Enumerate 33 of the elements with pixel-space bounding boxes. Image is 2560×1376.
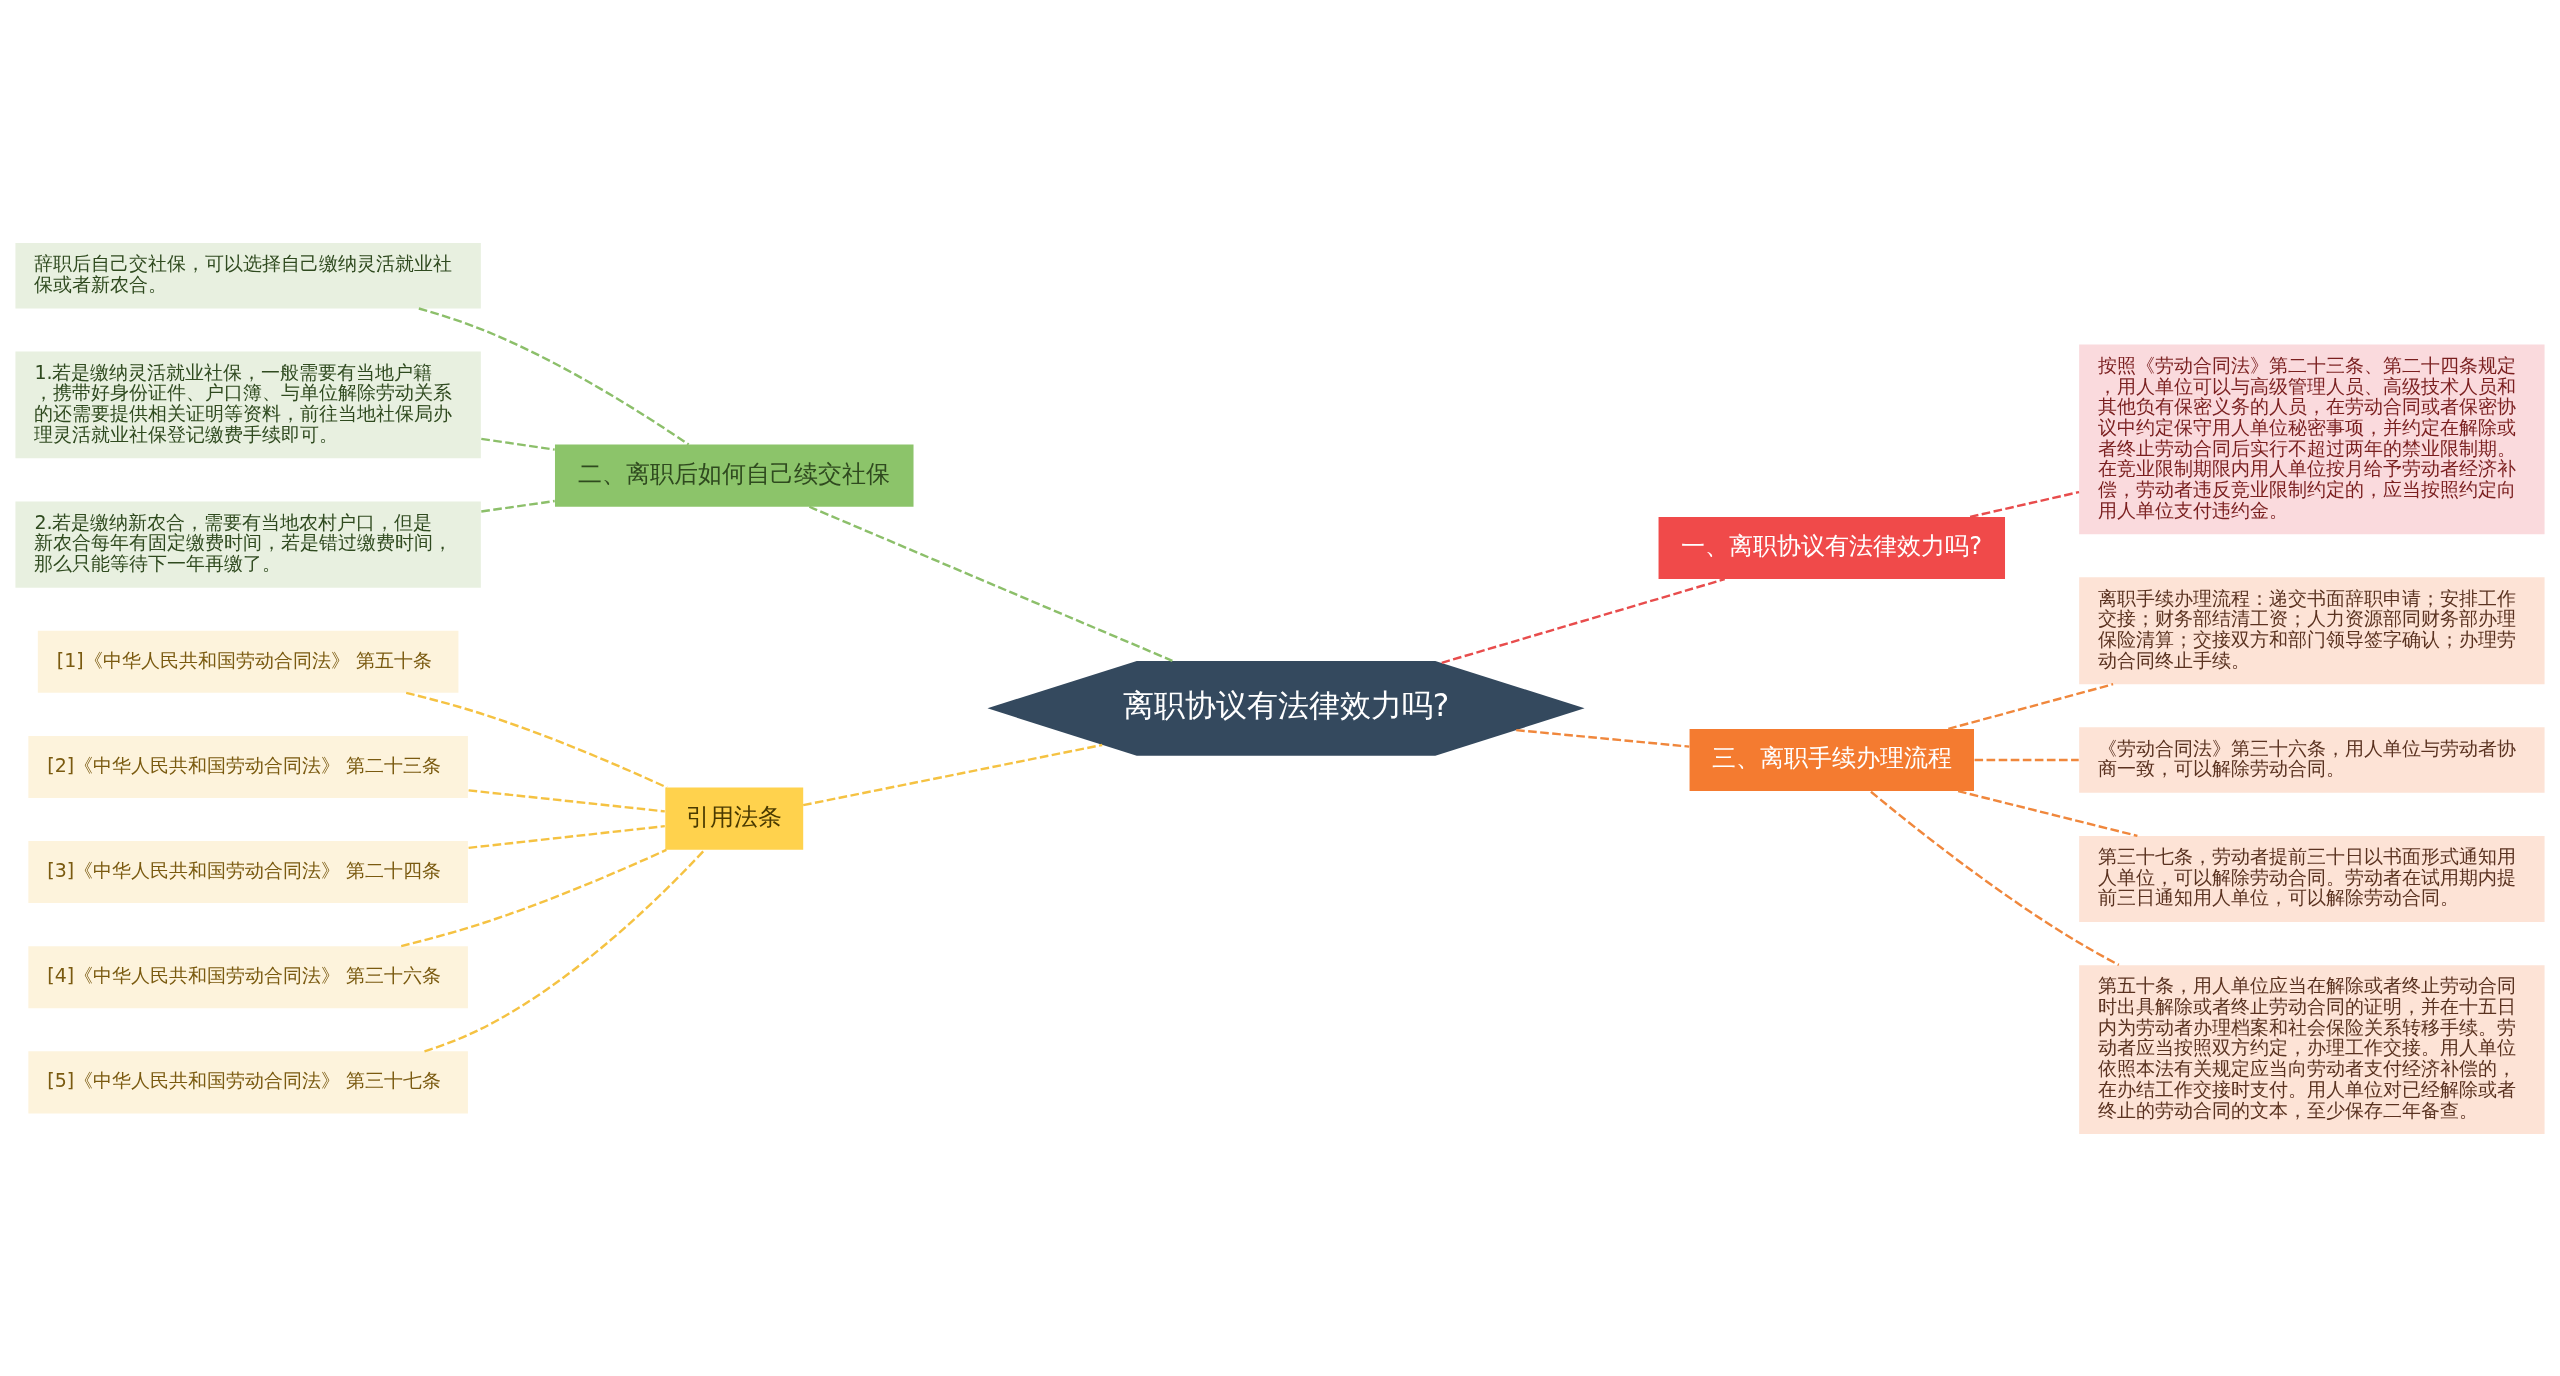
node-box: [1]《中华人民共和国劳动合同法》 第五十条 <box>37 630 459 693</box>
connector <box>1948 682 2114 730</box>
connector <box>468 788 665 813</box>
connector <box>1870 790 2120 966</box>
connector <box>1974 758 2079 761</box>
connector <box>424 849 705 1052</box>
connector <box>802 743 1103 806</box>
node-box: 按照《劳动合同法》第二十三条、第二十四条规定，用人单位可以与高级管理人员、高级技术人员和其他负有保密义务的人员，在劳动合同或者保密协议中约定保守用人单位秘密事项，并约定在解除或者终止劳动合同后实行不超过两年的禁业限制期。在竞业限制期限内用人单位按月给予劳动者经济补偿，劳动者违反竞业限制约定的，应当按照约定向用人单位支付违约金。 <box>2079 344 2545 534</box>
connector <box>481 437 555 451</box>
connector <box>468 824 665 849</box>
node-box: 第三十七条，劳动者提前三十日以书面形式通知用人单位，可以解除劳动合同。劳动者在试用期内提前三日通知用人单位，可以解除劳动合同。 <box>2079 835 2545 922</box>
connector <box>481 499 555 513</box>
node-box: 辞职后自己交社保，可以选择自己缴纳灵活就业社保或者新农合。 <box>15 242 481 308</box>
connector <box>1969 490 2080 518</box>
connector <box>1441 577 1726 664</box>
node-box: 《劳动合同法》第三十六条，用人单位与劳动者协商一致，可以解除劳动合同。 <box>2079 726 2545 793</box>
node-box: 引用法条 <box>665 787 804 850</box>
node-box: 离职手续办理流程：递交书面辞职申请；安排工作交接；财务部结清工资；人力资源部同财务部办理保险清算；交接双方和部门领导签字确认；办理劳动合同终止手续。 <box>2079 576 2545 684</box>
node-box: [3]《中华人民共和国劳动合同法》 第二十四条 <box>28 840 468 903</box>
connector <box>418 306 690 446</box>
connector <box>808 505 1173 662</box>
node-box: 一、离职协议有法律效力吗? <box>1658 516 2006 579</box>
connector <box>1516 728 1690 748</box>
node-box: 1.若是缴纳灵活就业社保，一般需要有当地户籍，携带好身份证件、户口簿、与单位解除劳动关系的还需要提供相关证明等资料，前往当地社保局办理灵活就业社保登记缴费手续即可。 <box>15 351 481 458</box>
node-box: 2.若是缴纳新农合，需要有当地农村户口，但是新农合每年有固定缴费时间，若是错过缴费时间，那么只能等待下一年再缴了。 <box>15 500 481 588</box>
node-box: 二、离职后如何自己续交社保 <box>554 444 914 507</box>
connector <box>1957 789 2138 837</box>
node-box: 三、离职手续办理流程 <box>1689 728 1974 791</box>
connector <box>400 848 667 947</box>
node-box: 第五十条，用人单位应当在解除或者终止劳动合同时出具解除或者终止劳动合同的证明，并在十五日内为劳动者办理档案和社会保险关系转移手续。劳动者应当按照双方约定，办理工作交接。用人单位依照本法有关规定应当向劳动者支付经济补偿的，在办结工作交接时支付。用人单位对已经解除或者终止的劳动合同的文本，至少保存二年备查。 <box>2079 964 2545 1134</box>
node-box: [2]《中华人民共和国劳动合同法》 第二十三条 <box>28 735 468 798</box>
node-box: [5]《中华人民共和国劳动合同法》 第三十七条 <box>28 1050 468 1113</box>
node-box: [4]《中华人民共和国劳动合同法》 第三十六条 <box>28 945 468 1008</box>
